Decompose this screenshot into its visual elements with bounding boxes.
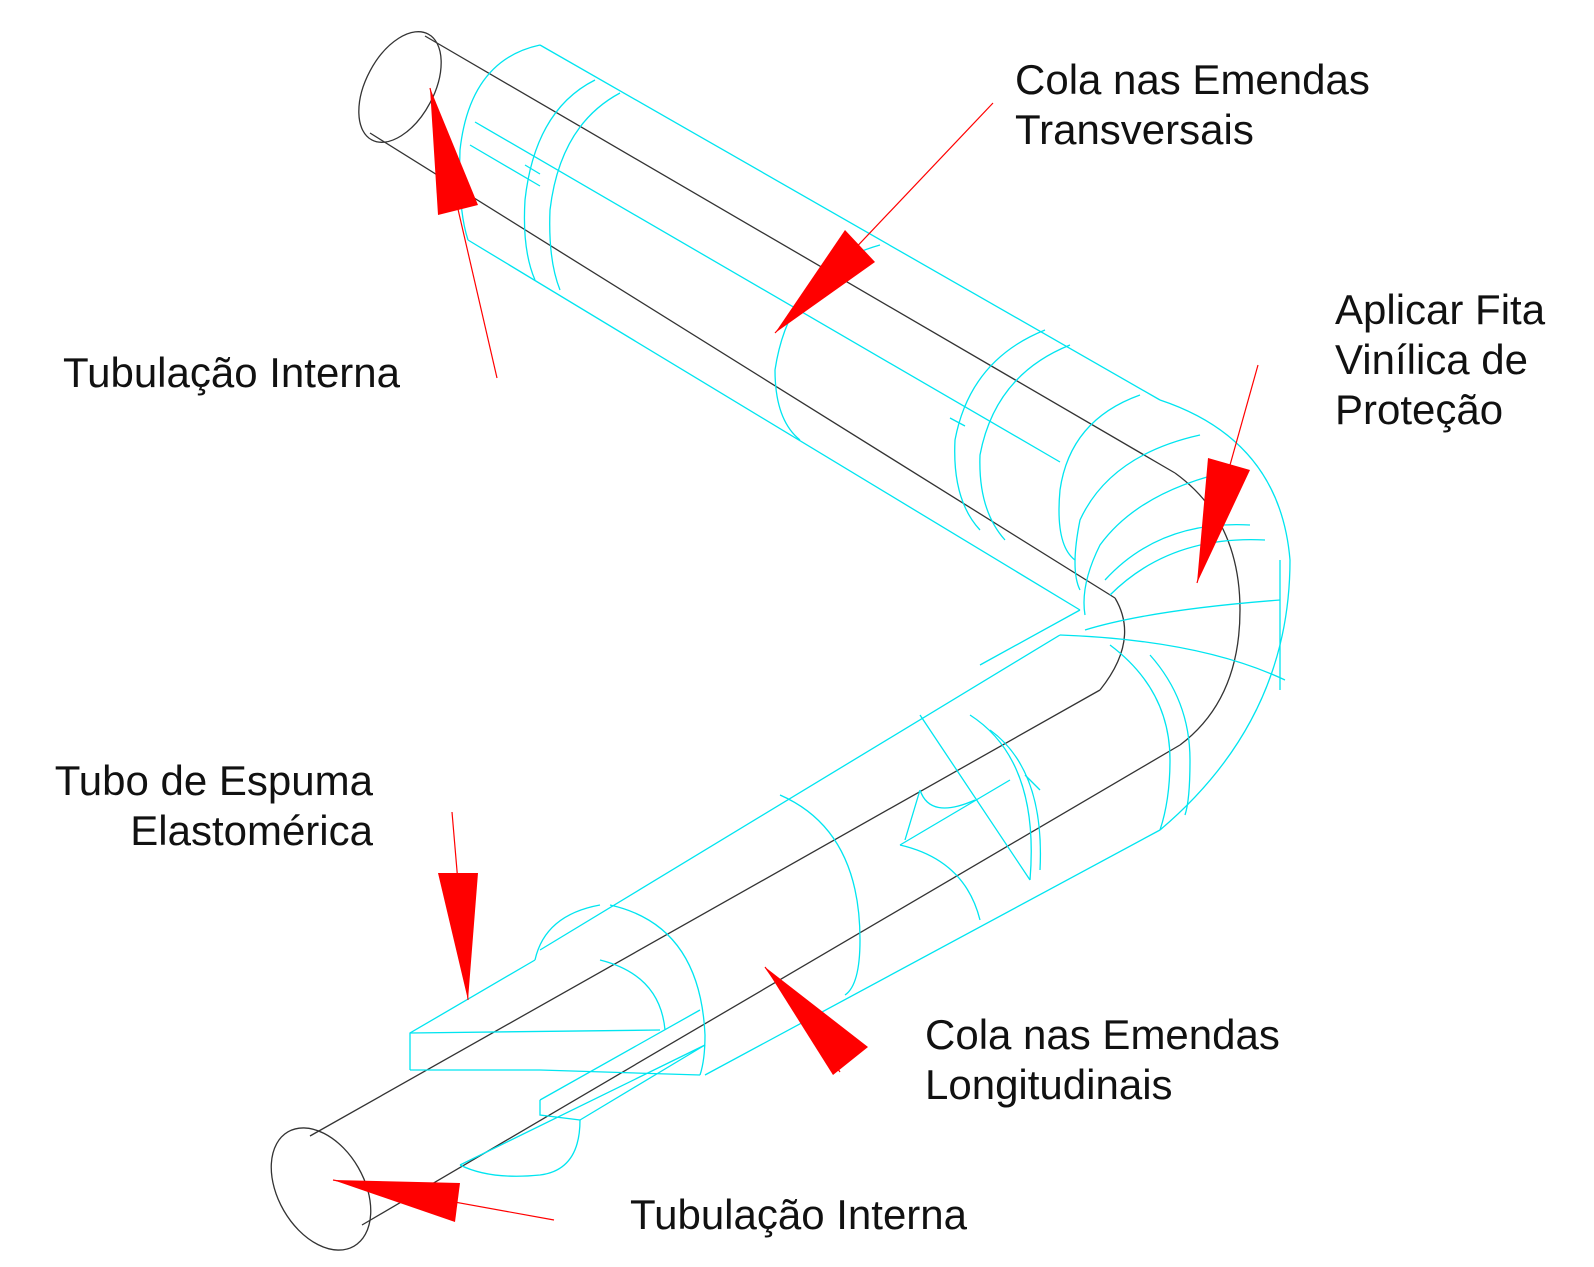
label-transverse-glue-line2: Transversais: [1015, 106, 1254, 153]
arrowheads: [333, 88, 1250, 1222]
label-vinyl-tape-line3: Proteção: [1335, 386, 1504, 433]
label-inner-pipe-top-text: Tubulação Interna: [63, 349, 401, 396]
arrow-inner-pipe-top-icon: [430, 88, 478, 215]
label-longitudinal-glue-line1: Cola nas Emendas: [925, 1011, 1280, 1058]
label-longitudinal-glue-line2: Longitudinais: [925, 1061, 1173, 1108]
arrow-inner-pipe-bottom-icon: [333, 1180, 460, 1222]
label-inner-pipe-bottom-text: Tubulação Interna: [630, 1191, 968, 1238]
arrow-foam-tube-icon: [438, 873, 478, 1000]
label-foam-tube-line1: Tubo de Espuma: [54, 757, 373, 804]
label-transverse-glue: Cola nas Emendas Transversais: [1015, 55, 1370, 155]
arrow-vinyl-tape-icon: [1197, 458, 1250, 583]
foam-insulation: [409, 44, 1291, 1177]
label-longitudinal-glue: Cola nas Emendas Longitudinais: [925, 1010, 1280, 1110]
label-foam-tube-line2: Elastomérica: [130, 807, 373, 854]
label-vinyl-tape-line1: Aplicar Fita: [1335, 286, 1546, 333]
inner-pipe: [270, 31, 1241, 1251]
label-inner-pipe-bottom: Tubulação Interna: [630, 1190, 967, 1240]
label-vinyl-tape: Aplicar Fita Vinílica de Proteção: [1335, 285, 1545, 435]
label-inner-pipe-top: Tubulação Interna: [63, 348, 400, 398]
label-transverse-glue-line1: Cola nas Emendas: [1015, 56, 1370, 103]
arrow-longitudinal-glue-icon: [765, 967, 868, 1075]
arrow-transverse-glue-icon: [775, 230, 875, 333]
label-vinyl-tape-line2: Vinílica de: [1335, 336, 1529, 383]
label-foam-tube: Tubo de Espuma Elastomérica: [36, 756, 373, 856]
